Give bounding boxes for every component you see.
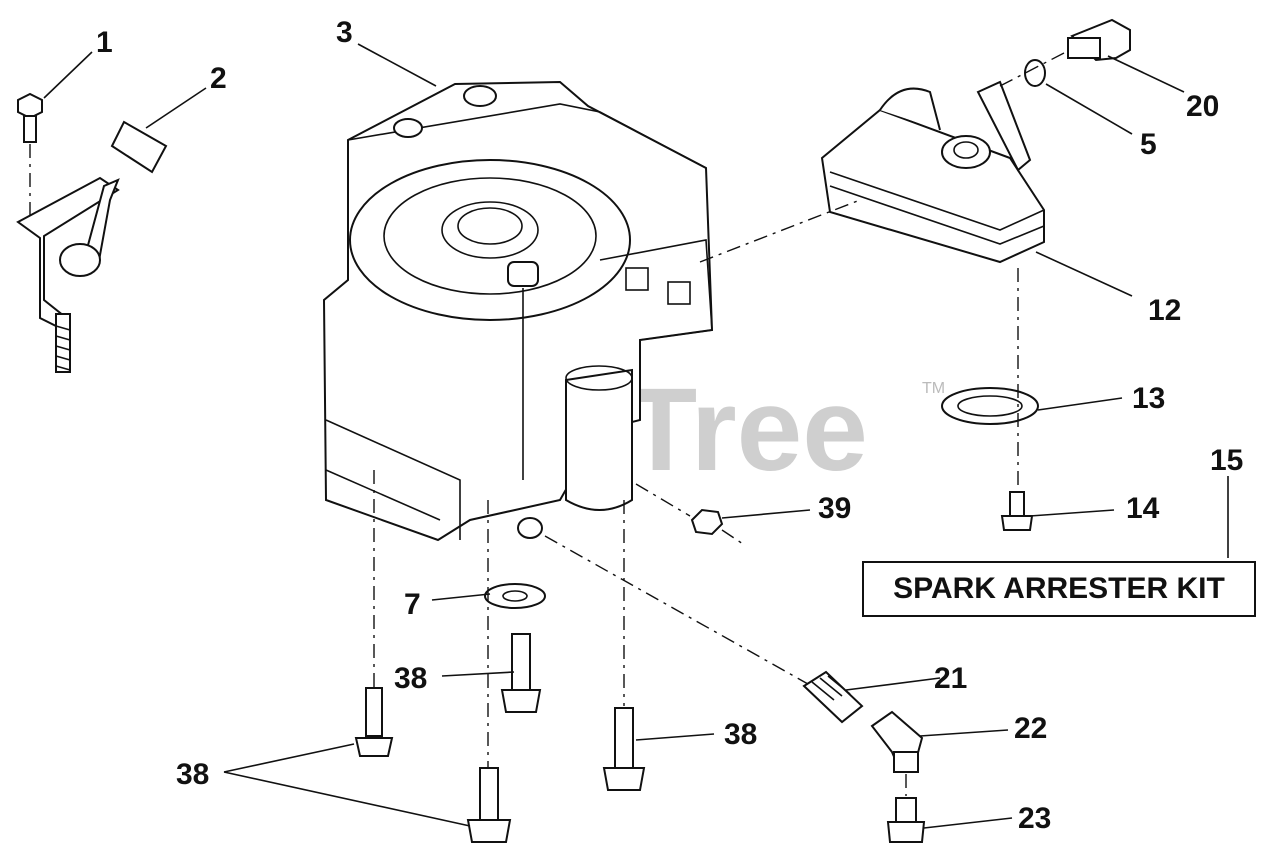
callout-39: 39 bbox=[818, 492, 851, 525]
spark-arrester-kit-box[interactable]: SPARK ARRESTER KIT bbox=[862, 561, 1256, 617]
screw-14[interactable] bbox=[1000, 491, 1034, 531]
control-spring bbox=[55, 313, 71, 373]
callout-20: 20 bbox=[1186, 90, 1219, 123]
bolt-1-shank bbox=[23, 115, 37, 143]
callout-3: 3 bbox=[336, 16, 353, 49]
bolt-38-c[interactable] bbox=[602, 707, 646, 791]
bolt-20[interactable] bbox=[1067, 18, 1131, 62]
callout-12: 12 bbox=[1148, 294, 1181, 327]
fitting-21[interactable] bbox=[802, 670, 864, 724]
bolt-20-shank bbox=[1067, 37, 1101, 59]
bolt-38-b[interactable] bbox=[500, 633, 542, 713]
elbow-22[interactable] bbox=[870, 710, 924, 773]
callout-38-c: 38 bbox=[176, 758, 209, 791]
callout-22: 22 bbox=[1014, 712, 1047, 745]
callout-21: 21 bbox=[934, 662, 967, 695]
flywheel-cover bbox=[349, 159, 631, 321]
callout-38-b: 38 bbox=[724, 718, 757, 751]
spark-arrester-kit-label: SPARK ARRESTER KIT bbox=[893, 572, 1225, 605]
muffler-assembly[interactable] bbox=[820, 80, 1045, 264]
nut-39[interactable] bbox=[690, 508, 724, 536]
callout-5: 5 bbox=[1140, 128, 1157, 161]
callout-38-a: 38 bbox=[394, 662, 427, 695]
lever-pivot bbox=[59, 243, 101, 277]
engine-fill-cap bbox=[463, 85, 497, 107]
washer-7[interactable] bbox=[484, 583, 546, 609]
control-knob bbox=[110, 120, 168, 174]
bolt-1-head bbox=[17, 92, 43, 120]
callout-23: 23 bbox=[1018, 802, 1051, 835]
bolt-38-d[interactable] bbox=[466, 767, 512, 843]
callout-7: 7 bbox=[404, 588, 421, 621]
callout-15: 15 bbox=[1210, 444, 1243, 477]
callout-13: 13 bbox=[1132, 382, 1165, 415]
callout-1: 1 bbox=[96, 26, 113, 59]
callout-14: 14 bbox=[1126, 492, 1160, 525]
oil-filter bbox=[565, 368, 633, 511]
plug-23[interactable] bbox=[886, 797, 926, 843]
engine-assembly[interactable] bbox=[322, 80, 714, 542]
muffler-pipe bbox=[879, 87, 941, 131]
lock-washer-5[interactable] bbox=[1024, 59, 1046, 87]
callout-2: 2 bbox=[210, 62, 227, 95]
muffler-outlet bbox=[941, 135, 991, 169]
watermark-trademark: TM bbox=[922, 380, 945, 397]
bolt-38-a[interactable] bbox=[354, 687, 394, 757]
engine-plug-cap bbox=[393, 118, 423, 138]
spark-arrester-screen-13[interactable] bbox=[941, 387, 1039, 425]
oil-drain-port bbox=[517, 517, 543, 539]
dipstick-cap bbox=[507, 261, 539, 287]
throttle-control-assembly[interactable] bbox=[16, 92, 168, 373]
muffler-bracket bbox=[976, 80, 1032, 172]
